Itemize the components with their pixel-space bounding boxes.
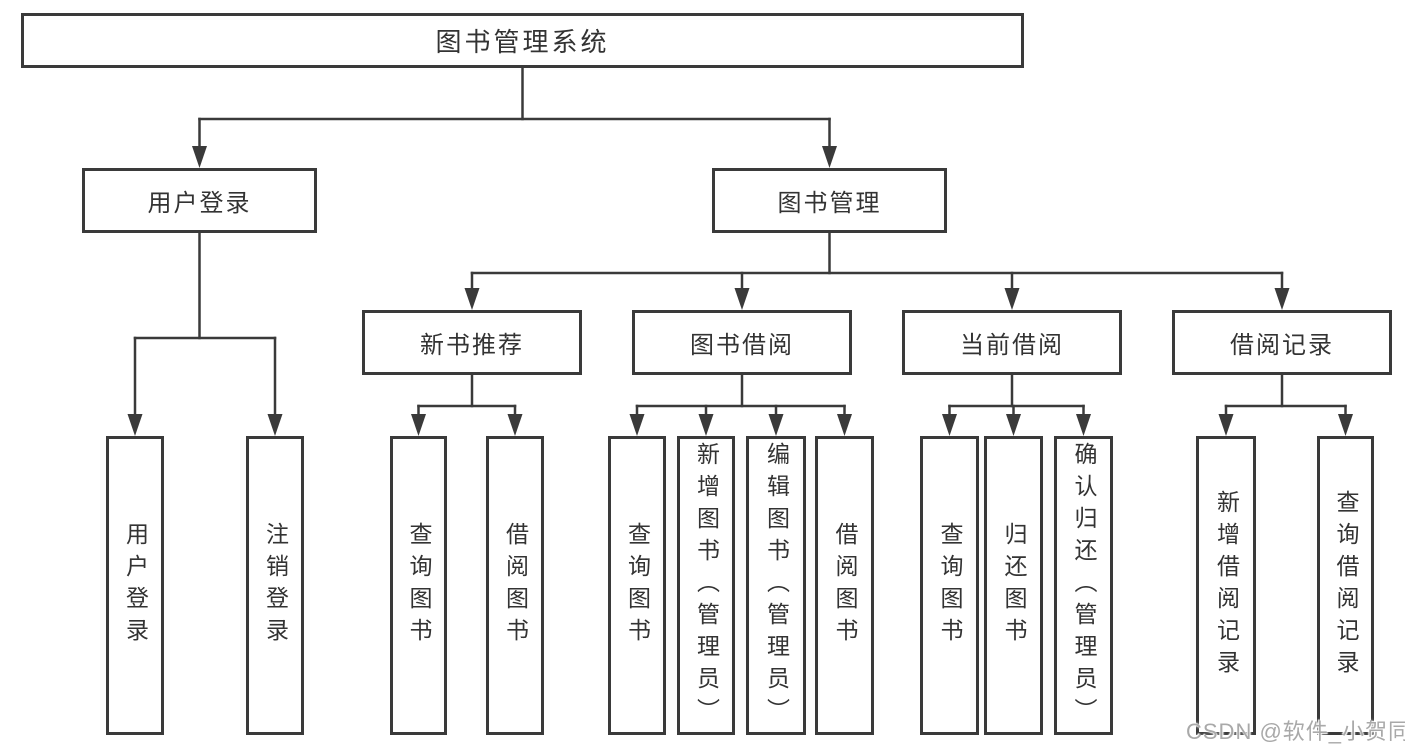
leaf-logout: 注销登录 (246, 436, 304, 735)
leaf-label: 查询图书 (937, 521, 963, 650)
csdn-watermark: CSDN @软件_小贺同学 (1186, 719, 1405, 744)
node-label: 当前借阅 (960, 332, 1064, 359)
node-label: 借阅记录 (1230, 332, 1334, 359)
node-book-borrowing: 图书借阅 (632, 310, 852, 375)
leaf-label: 借阅图书 (832, 521, 858, 650)
node-borrowing-records: 借阅记录 (1172, 310, 1392, 375)
leaf-label: 查询图书 (406, 521, 432, 650)
leaf-add-books-admin: 新增图书（管理员） (677, 436, 735, 735)
node-book-management: 图书管理 (712, 168, 947, 233)
node-label: 图书管理 (777, 190, 882, 217)
leaf-edit-books-admin: 编辑图书（管理员） (746, 436, 806, 735)
leaf-add-borrow-record: 新增借阅记录 (1196, 436, 1256, 735)
node-label: 图书借阅 (690, 332, 794, 359)
leaf-query-borrow-record: 查询借阅记录 (1317, 436, 1374, 735)
node-user-login: 用户登录 (82, 168, 317, 233)
node-label: 新书推荐 (420, 332, 524, 359)
leaf-label: 编辑图书（管理员） (763, 441, 790, 730)
node-new-book-recommendation: 新书推荐 (362, 310, 582, 375)
leaf-query-books-recommend: 查询图书 (390, 436, 447, 735)
leaf-label: 查询图书 (624, 521, 651, 650)
node-root-library-management-system: 图书管理系统 (21, 13, 1024, 68)
leaf-user-login: 用户登录 (106, 436, 164, 735)
leaf-label: 借阅图书 (502, 521, 529, 650)
leaf-label: 查询借阅记录 (1333, 489, 1359, 682)
leaf-borrow-books-recommend: 借阅图书 (486, 436, 544, 735)
leaf-label: 新增图书（管理员） (693, 441, 720, 730)
leaf-label: 确认归还（管理员） (1071, 441, 1097, 730)
leaf-label: 归还图书 (1001, 521, 1027, 650)
node-current-borrowing: 当前借阅 (902, 310, 1122, 375)
leaf-label: 注销登录 (262, 521, 289, 650)
node-label: 用户登录 (147, 190, 252, 217)
leaf-borrow-books-borrowing: 借阅图书 (815, 436, 874, 735)
leaf-return-books: 归还图书 (984, 436, 1043, 735)
node-label: 图书管理系统 (435, 27, 610, 57)
leaf-query-books-borrowing: 查询图书 (608, 436, 666, 735)
leaf-query-books-current: 查询图书 (920, 436, 979, 735)
leaf-label: 新增借阅记录 (1213, 489, 1240, 682)
leaf-confirm-return-admin: 确认归还（管理员） (1054, 436, 1113, 735)
leaf-label: 用户登录 (122, 521, 149, 650)
